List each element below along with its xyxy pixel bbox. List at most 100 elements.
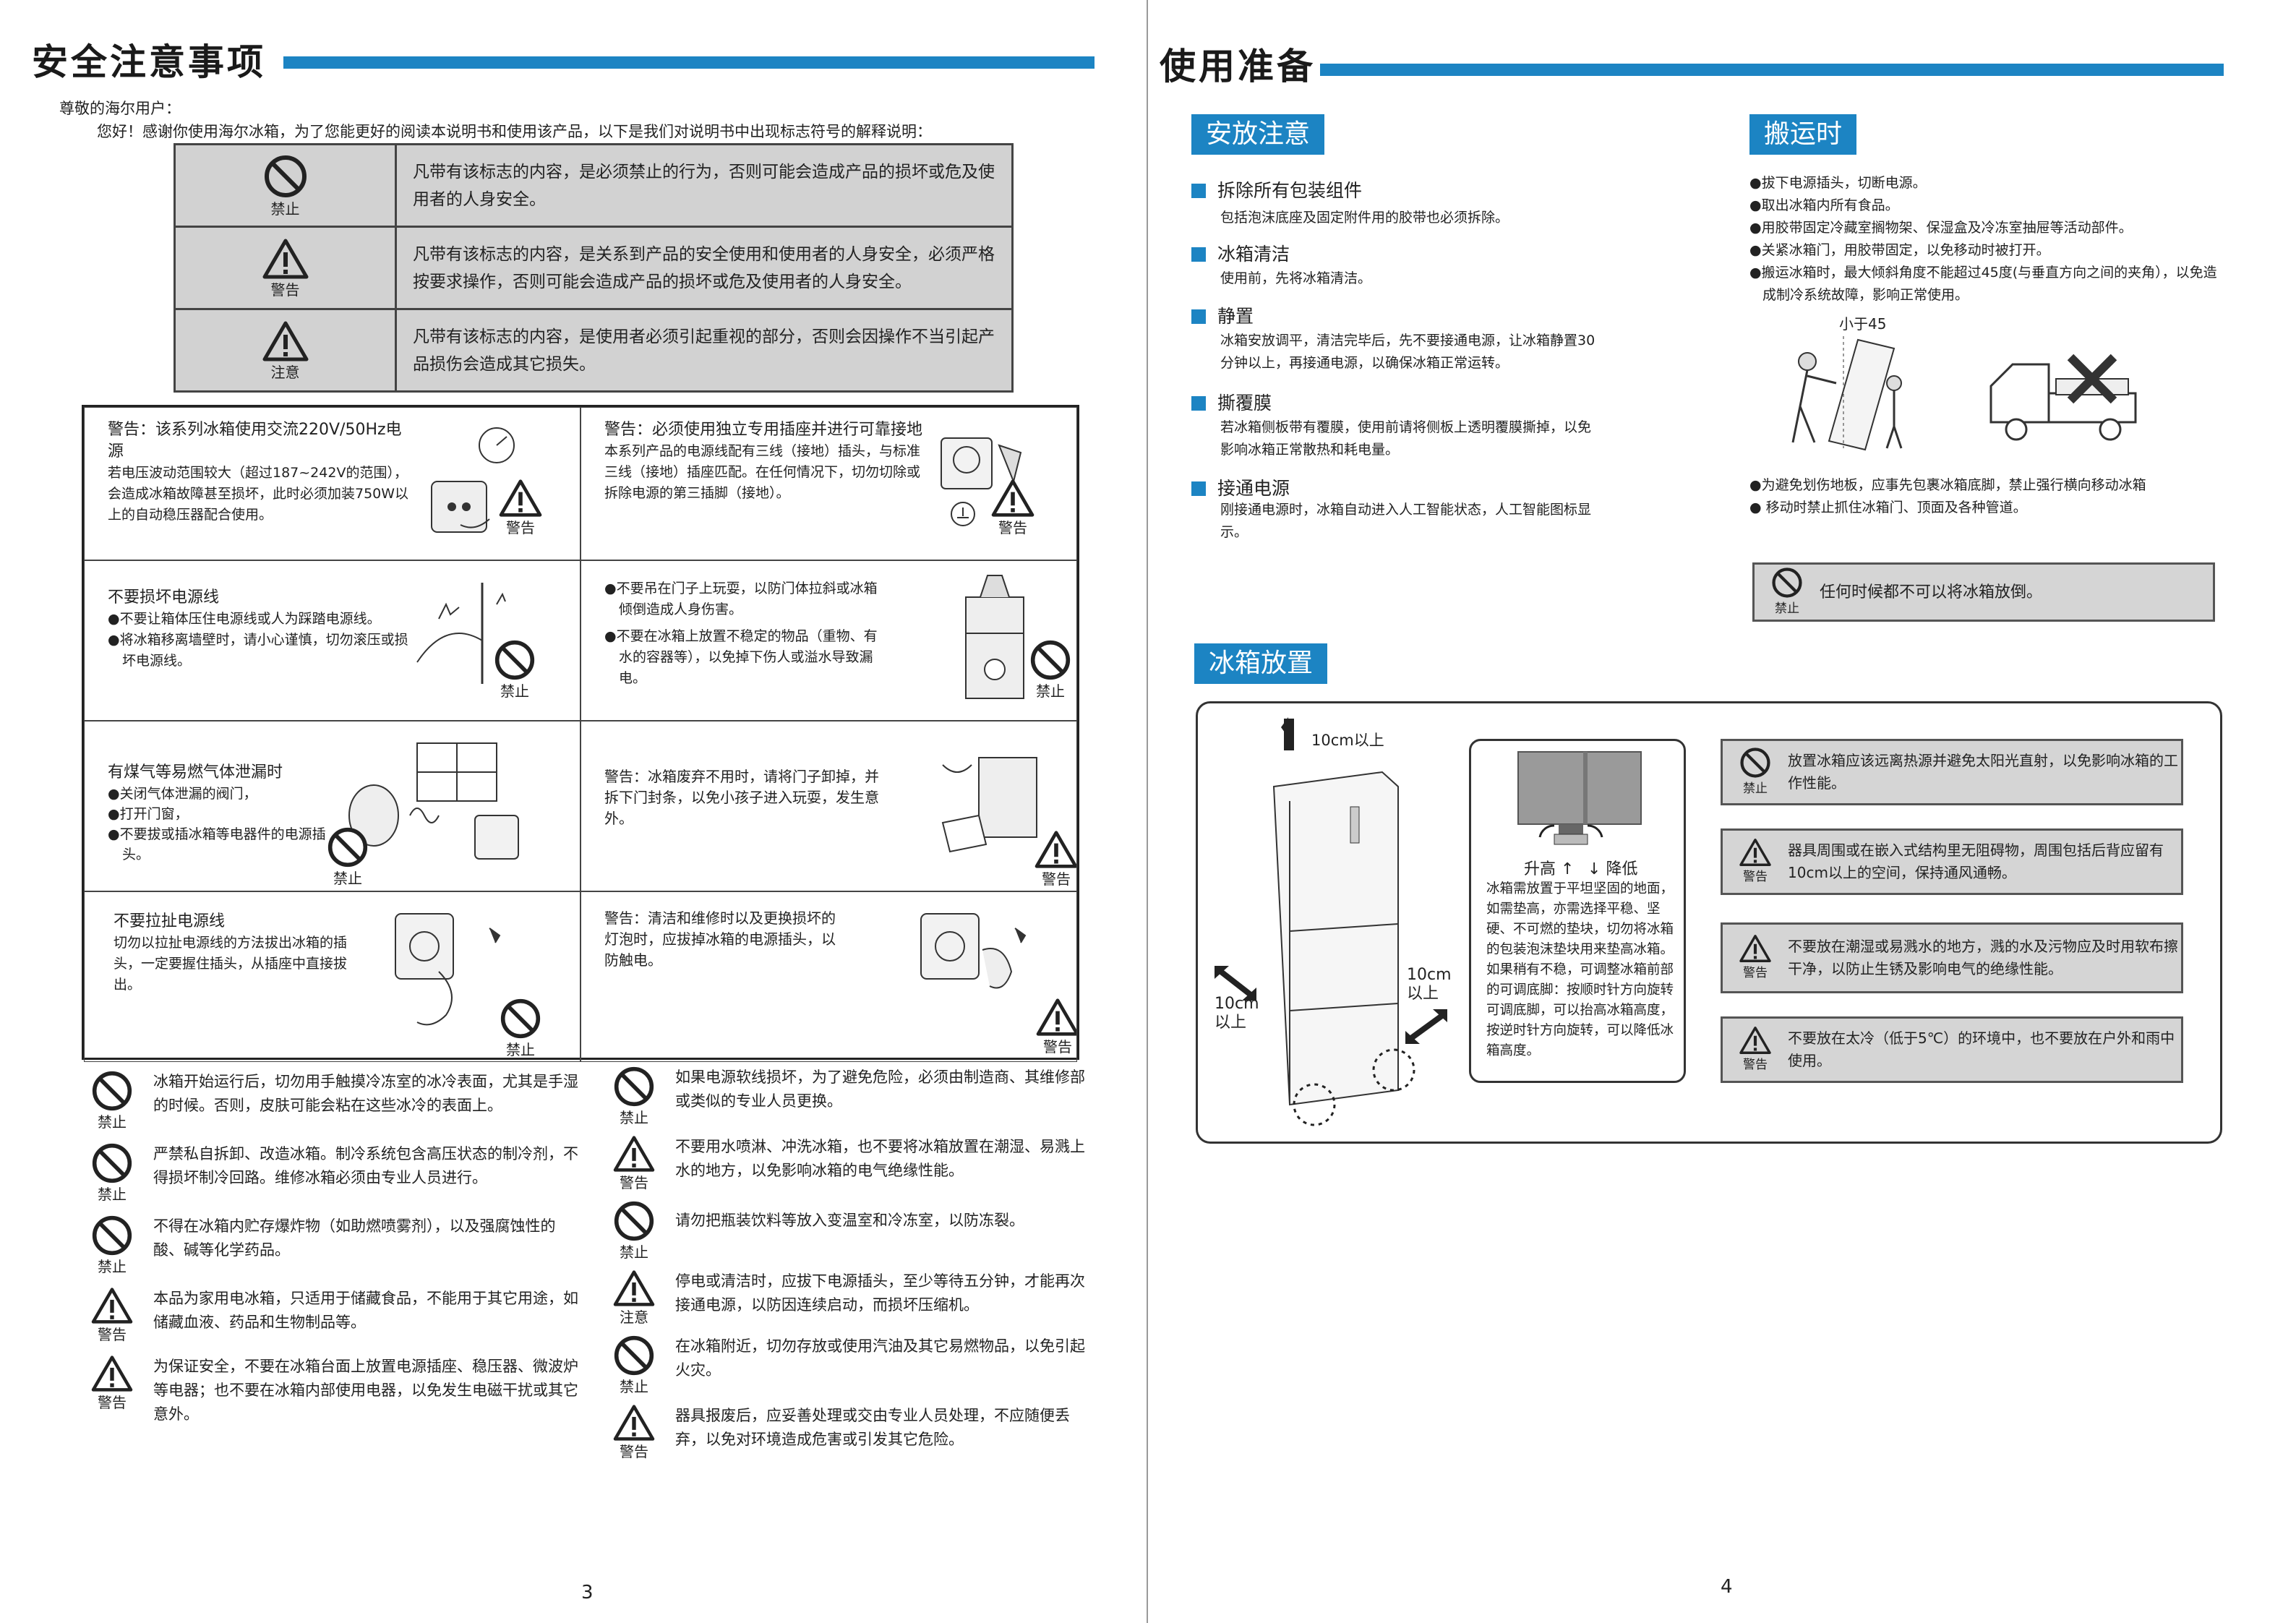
cell-symbol-label: 禁止 — [1036, 682, 1065, 700]
bullet-item: ●将冰箱移离墙壁时，请小心谨慎，切勿滚压或损坏电源线。 — [108, 632, 408, 669]
safety-grid: 警告：该系列冰箱使用交流220V/50Hz电源 若电压波动范围较大（超过187~… — [82, 405, 1079, 1062]
list-item: ●关紧冰箱门，用胶带固定，以免移动时被打开。 — [1749, 242, 2050, 258]
clearance-right-label: 10cm 以上 — [1407, 966, 1452, 1003]
warning-icon — [1739, 935, 1771, 962]
pull-plug-illustration — [395, 913, 501, 1026]
placement-item-title: 静置 — [1191, 302, 1254, 328]
prohibit-icon — [1740, 748, 1770, 778]
warning-icon — [1036, 998, 1076, 1036]
transport-list: ●拔下电源插头，切断电源。 ●取出冰箱内所有食品。 ●用胶带固定冷藏室搁物架、保… — [1749, 172, 2227, 307]
placement-item-desc: 刚接通电源时，冰箱自动进入人工智能状态，人工智能图标显示。 — [1220, 502, 1592, 540]
list-item: 禁止不得在冰箱内贮存爆炸物（如助燃喷雾剂），以及强腐蚀性的酸、碱等化学药品。 — [87, 1215, 578, 1275]
list-item: 禁止请勿把瓶装饮料等放入变温室和冷冻室，以防冻裂。 — [609, 1200, 1092, 1261]
square-bullet-icon — [1191, 396, 1206, 411]
placement-item-title: 冰箱清洁 — [1191, 240, 1290, 266]
page-3: 安全注意事项 尊敬的海尔用户： 您好！感谢你使用海尔冰箱，为了您能更好的阅读本说… — [32, 0, 1148, 1623]
left-clearance-arrow-icon — [1215, 966, 1256, 1001]
bullet-item: ●不要吊在门子上玩耍，以防门体拉斜或冰箱倾倒造成人身伤害。 — [604, 581, 878, 617]
square-bullet-icon — [1191, 184, 1206, 198]
cell-symbol-label: 警告 — [1042, 870, 1071, 888]
warning-icon — [1035, 831, 1076, 868]
section-label-transport: 搬运时 — [1749, 114, 1857, 155]
square-bullet-icon — [1191, 481, 1206, 496]
symbol-label: 警告 — [270, 281, 300, 299]
title-bar — [1320, 64, 2224, 76]
tilt-angle-label: 小于45 — [1839, 315, 1887, 333]
grid-cell: 警告：该系列冰箱使用交流220V/50Hz电源 若电压波动范围较大（超过187~… — [84, 407, 581, 560]
location-notice: 警告 器具周围或在嵌入式结构里无阻碍物，周围包括后背应留有10cm以上的空间，保… — [1721, 828, 2183, 895]
list-item: 警告不要用水喷淋、冲洗冰箱，也不要将冰箱放置在潮湿、易溅上水的地方，以免影响冰箱… — [609, 1135, 1092, 1191]
warning-icon — [613, 1136, 655, 1172]
placement-item-title: 撕覆膜 — [1191, 389, 1272, 415]
leveling-text: 冰箱需放置于平坦坚固的地面，如需垫高，亦需选择平稳、坚硬、不可燃的垫块，切勿将冰… — [1486, 881, 1674, 1058]
placement-item-desc: 包括泡沫底座及固定附件用的胶带也必须拆除。 — [1220, 210, 1509, 226]
placement-item-desc: 使用前，先将冰箱清洁。 — [1220, 270, 1372, 286]
cell-body: 本系列产品的电源线配有三线（接地）插头，与标准三线（接地）插座匹配。在任何情况下… — [604, 443, 921, 501]
bullet-item: ●不要让箱体压住电源线或人为踩踏电源线。 — [108, 611, 381, 627]
grid-cell: 不要拉扯电源线 切勿以拉扯电源线的方法拔出冰箱的插头，一定要握住插头，从插座中直… — [84, 891, 581, 1062]
placement-item-desc: 冰箱安放调平，清洁完毕后，先不要接通电源，让冰箱静置30分钟以上，再接通电源，以… — [1220, 333, 1595, 371]
warning-icon — [262, 239, 308, 278]
page-number: 4 — [1721, 1576, 1733, 1598]
symbol-row: 禁止 凡带有该标志的内容，是必须禁止的行为，否则可能会造成产品的损坏或危及使用者… — [174, 143, 1014, 228]
cell-symbol-label: 禁止 — [500, 682, 529, 700]
prohibit-icon — [92, 1215, 132, 1256]
page-number: 3 — [581, 1582, 594, 1603]
list-item: ●用胶带固定冷藏室搁物架、保湿盒及冷冻室抽屉等活动部件。 — [1749, 220, 2133, 236]
raise-label: 升高 ↑ — [1524, 860, 1575, 878]
symbol-row: 注意 凡带有该标志的内容，是使用者必须引起重视的部分，否则会因操作不当引起产品损… — [174, 308, 1014, 393]
cell-title: 不要损坏电源线 — [108, 588, 220, 607]
cell-title: 警告：必须使用独立专用插座并进行可靠接地 — [604, 421, 923, 439]
symbol-text: 凡带有该标志的内容，是使用者必须引起重视的部分，否则会因操作不当引起产品损伤会造… — [395, 308, 1014, 393]
fridge-clearance-illustration — [1272, 717, 1415, 1126]
cell-body: 警告：冰箱废弃不用时，请将门子卸掉，并拆下门封条，以免小孩子进入玩耍，发生意外。 — [604, 768, 879, 827]
grid-cell: 警告：必须使用独立专用插座并进行可靠接地 本系列产品的电源线配有三线（接地）插头… — [581, 407, 1077, 560]
list-item: 禁止如果电源软线损坏，为了避免危险，必须由制造商、其维修部或类似的专业人员更换。 — [609, 1066, 1092, 1126]
lower-label: ↓ 降低 — [1588, 860, 1638, 878]
square-bullet-icon — [1191, 247, 1206, 262]
symbol-row: 警告 凡带有该标志的内容，是关系到产品的安全使用和使用者的人身安全，必须严格按要… — [174, 226, 1014, 310]
grid-cell: 警告：清洁和维修时以及更换损坏的灯泡时，应拔掉冰箱的电源插头，以防触电。 警告 — [581, 891, 1077, 1062]
symbol-legend-table: 禁止 凡带有该标志的内容，是必须禁止的行为，否则可能会造成产品的损坏或危及使用者… — [174, 143, 1014, 393]
cell-symbol-label: 禁止 — [506, 1041, 535, 1058]
list-item: 禁止在冰箱附近，切勿存放或使用汽油及其它易燃物品，以免引起火灾。 — [609, 1335, 1092, 1395]
list-item: ●为避免划伤地板，应事先包裹冰箱底脚，禁止强行横向移动冰箱 — [1749, 477, 2146, 493]
cell-symbol-label: 警告 — [998, 519, 1027, 536]
warning-icon — [1739, 839, 1771, 866]
prohibit-icon — [1030, 640, 1071, 680]
list-item: 警告本品为家用电冰箱，只适用于储藏食品，不能用于其它用途，如储藏血液、药品和生物… — [87, 1287, 578, 1343]
clearance-top-label: 10cm以上 — [1311, 732, 1384, 749]
damaged-cord-illustration — [416, 583, 506, 684]
title-bar — [283, 56, 1095, 69]
section-label-placement: 安放注意 — [1191, 114, 1325, 155]
lying-transport-truck-illustration — [1989, 354, 2137, 441]
never-invert-notice: 禁止 任何时候都不可以将冰箱放倒。 — [1752, 562, 2215, 622]
warning-icon — [91, 1356, 133, 1392]
list-item: ●取出冰箱内所有食品。 — [1749, 197, 1899, 213]
warning-icon — [1739, 1027, 1771, 1054]
list-item: 注意停电或清洁时，应拔下电源插头，至少等待五分钟，才能再次接通电源，以防因连续启… — [609, 1269, 1092, 1326]
cell-title: 不要拉扯电源线 — [113, 912, 226, 930]
discarded-fridge-illustration — [941, 757, 1037, 853]
list-item: 禁止冰箱开始运行后，切勿用手触摸冷冻室的冰冷表面，尤其是手湿的时候。否则，皮肤可… — [87, 1070, 578, 1131]
placement-item-title: 接通电源 — [1191, 474, 1290, 500]
list-item: ●拔下电源插头，切断电源。 — [1749, 175, 1927, 191]
grid-cell: 不要损坏电源线 ●不要让箱体压住电源线或人为踩踏电源线。 ●将冰箱移离墙壁时，请小… — [84, 560, 581, 721]
grid-cell: 警告：冰箱废弃不用时，请将门子卸掉，并拆下门封条，以免小孩子进入玩耍，发生意外。… — [581, 721, 1077, 891]
symbol-label: 禁止 — [270, 200, 300, 218]
prohibit-icon — [264, 155, 307, 197]
grid-cell: ●不要吊在门子上玩耍，以防门体拉斜或冰箱倾倒造成人身伤害。●不要在冰箱上放置不稳… — [581, 560, 1077, 721]
prohibit-icon — [327, 827, 368, 868]
grounded-socket-illustration — [941, 437, 1022, 526]
list-item: ●搬运冰箱时，最大倾斜角度不能超过45度(与垂直方向之间的夹角），以免造成制冷系… — [1749, 265, 2217, 303]
cell-body: 切勿以拉扯电源线的方法拔出冰箱的插头，一定要握住插头，从插座中直接拔出。 — [113, 935, 348, 993]
prohibit-icon — [92, 1071, 132, 1111]
greeting-line-1: 尊敬的海尔用户： — [59, 100, 181, 117]
bullet-item: ●打开门窗， — [108, 806, 189, 822]
cell-symbol-label: 警告 — [1043, 1038, 1072, 1055]
prohibit-icon — [92, 1143, 132, 1183]
warning-icon — [991, 479, 1035, 517]
grid-cell: 有煤气等易燃气体泄漏时 ●关闭气体泄漏的阀门，●打开门窗，●不要拔或插冰箱等电器… — [84, 721, 581, 891]
leveling-panel — [1469, 739, 1686, 1083]
location-notice: 禁止 放置冰箱应该远离热源并避免太阳光直射，以免影响冰箱的工作性能。 — [1721, 739, 2183, 805]
